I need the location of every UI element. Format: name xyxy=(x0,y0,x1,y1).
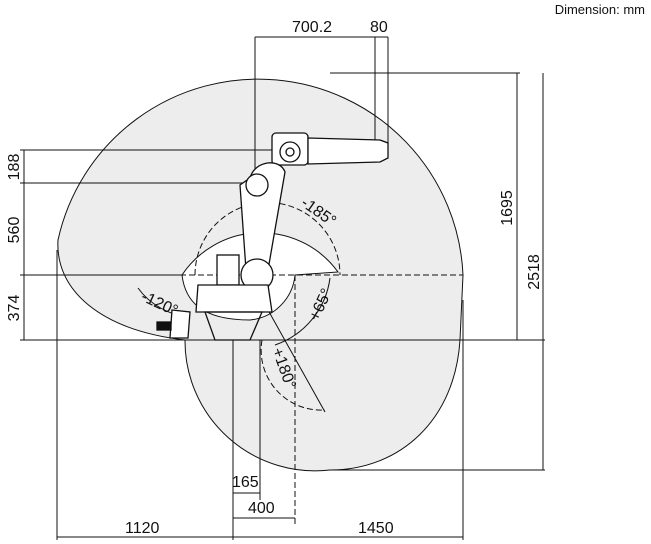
dim-560: 560 xyxy=(6,217,23,244)
dim-165: 165 xyxy=(232,474,259,491)
dim-2518: 2518 xyxy=(526,254,543,290)
j1-lower-arc xyxy=(260,339,326,411)
dim-188: 188 xyxy=(6,154,23,181)
dim-374: 374 xyxy=(6,295,23,322)
j1-limit-line xyxy=(267,309,326,413)
dim-1450: 1450 xyxy=(358,520,394,537)
dim-700-2: 700.2 xyxy=(292,19,332,36)
dim-1120: 1120 xyxy=(125,520,160,537)
unit-label: Dimension: mm xyxy=(554,2,645,17)
dim-400: 400 xyxy=(248,500,275,517)
dim-1695: 1695 xyxy=(499,190,516,226)
j3-lower-arc xyxy=(274,277,331,346)
dim-80: 80 xyxy=(370,19,388,36)
robot-arm-icon xyxy=(156,132,389,341)
